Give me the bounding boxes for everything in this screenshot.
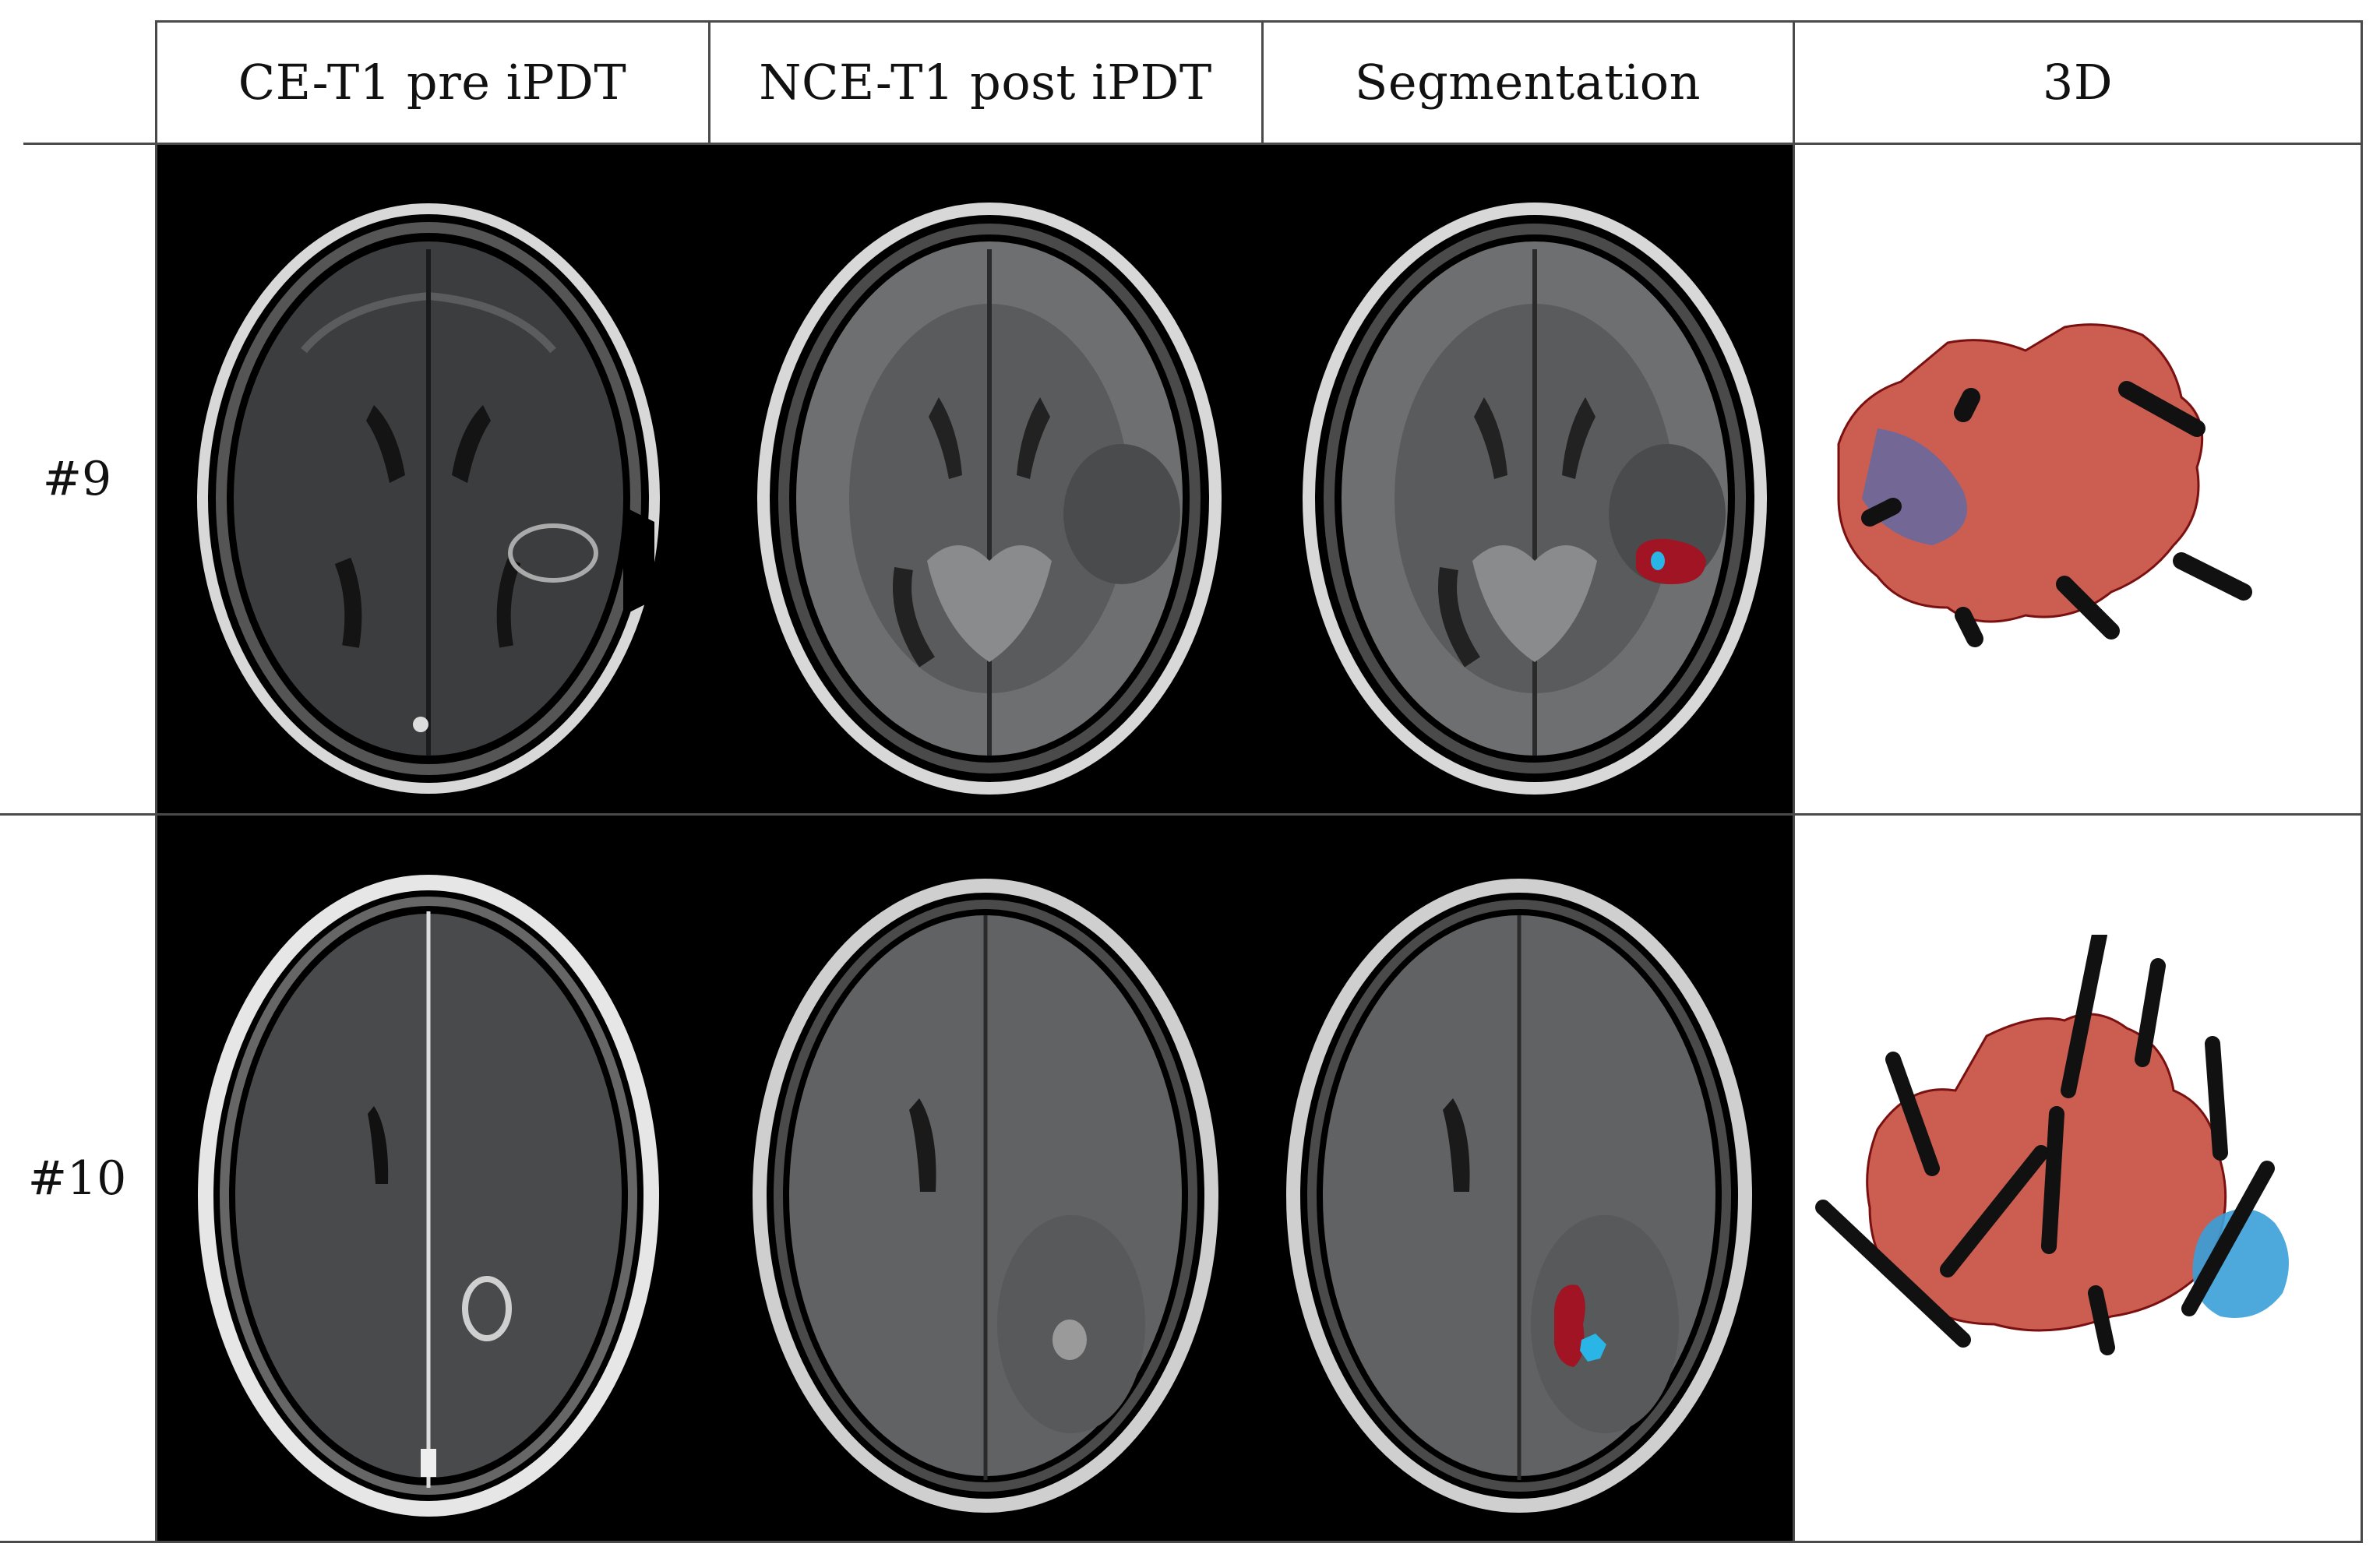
- tumor-volume: [2192, 1209, 2289, 1318]
- fiber: [2056, 576, 2120, 640]
- grid-line-col-2: [1261, 20, 1264, 143]
- mri-ce-t1-pre-case-9: [187, 195, 670, 802]
- fiber: [2041, 1106, 2064, 1254]
- row-label-case-10: #10: [27, 1151, 127, 1206]
- ablation-volume: [1837, 323, 2204, 623]
- segmentation-red-region: [1636, 538, 1706, 584]
- 3d-render-case-10: [1800, 935, 2337, 1418]
- segmentation-red-region: [1554, 1284, 1585, 1367]
- grid-line-label-column: [155, 20, 157, 1543]
- mri-nce-t1-post-case-10: [744, 872, 1227, 1519]
- grid-line-top: [156, 20, 2362, 23]
- column-header-segmentation: Segmentation: [1354, 53, 1701, 111]
- fiber: [2205, 1036, 2228, 1161]
- fiber: [1955, 607, 1983, 647]
- grid-line-row-separator: [0, 813, 2362, 816]
- fiber: [1954, 388, 1980, 422]
- mri-ce-t1-pre-case-10: [195, 872, 662, 1519]
- fiber: [2088, 1285, 2115, 1355]
- column-header-nce-t1-post: NCE-T1 post iPDT: [759, 53, 1212, 111]
- segmentation-cyan-region: [1580, 1334, 1606, 1362]
- column-header-ce-t1-pre: CE-T1 pre iPDT: [238, 53, 627, 111]
- mri-segmentation-case-9: [1293, 195, 1776, 802]
- segmentation-cyan-region: [1651, 551, 1665, 570]
- grid-line-right: [2361, 20, 2363, 1543]
- column-header-3d: 3D: [2042, 53, 2114, 111]
- grid-line-col-3: [1793, 20, 1795, 1543]
- grid-line-bottom: [0, 1541, 2362, 1543]
- mri-segmentation-case-10: [1278, 872, 1761, 1519]
- fiber: [2173, 552, 2252, 601]
- fiber: [2118, 381, 2205, 437]
- fiber: [1940, 1145, 2049, 1277]
- 3d-render-case-9: [1807, 312, 2290, 717]
- fiber: [1885, 1052, 1940, 1176]
- fiber: [2181, 1161, 2275, 1316]
- mri-nce-t1-post-case-9: [748, 195, 1231, 802]
- fiber: [1861, 498, 1902, 527]
- fiber: [2061, 935, 2107, 1098]
- fiber: [1815, 1200, 1971, 1348]
- grid-line-col-1: [708, 20, 710, 143]
- fiber: [2135, 958, 2166, 1067]
- row-label-case-9: #9: [42, 452, 112, 506]
- grid-line-header-bottom: [23, 143, 2362, 145]
